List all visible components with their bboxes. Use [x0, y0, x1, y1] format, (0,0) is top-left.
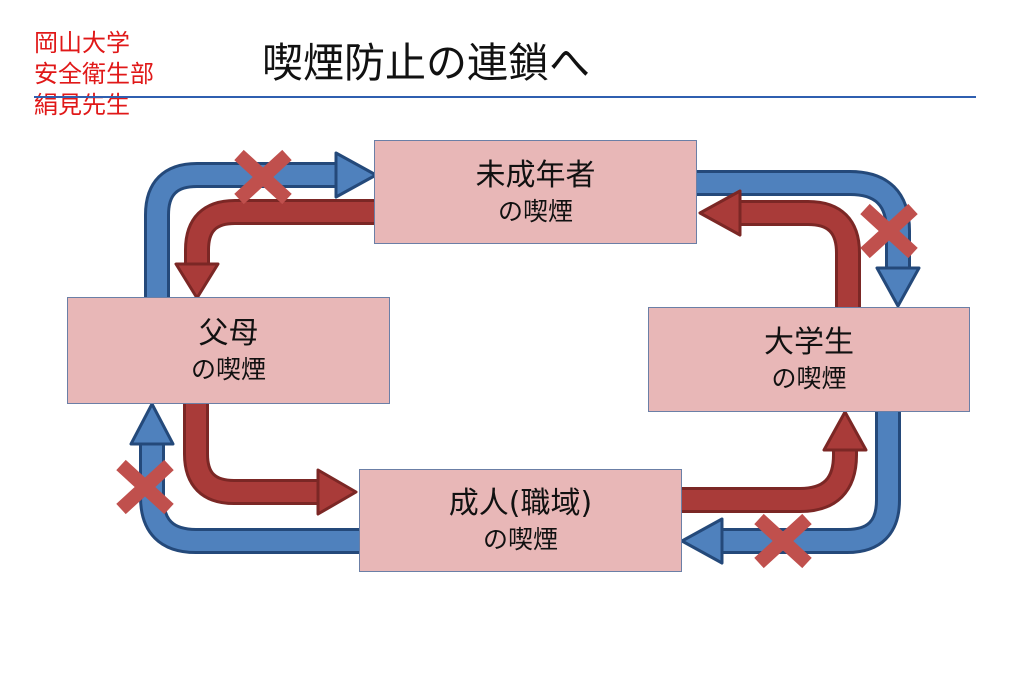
node-adult-sublabel: の喫煙: [482, 525, 558, 554]
blue-arrowhead-to-parents: [129, 402, 175, 446]
node-parents-label: 父母: [198, 316, 259, 351]
node-adult-label: 成人(職域): [448, 486, 593, 521]
cross-icon-top-right: [860, 203, 918, 259]
page-title: 喫煙防止の連鎖へ: [262, 39, 590, 87]
red-arrowhead-to-minor: [698, 189, 742, 237]
red-arrowhead-to-adult: [316, 468, 358, 516]
blue-arrowhead-to-minor: [334, 151, 378, 199]
red-arrowhead-to-parents: [174, 262, 220, 300]
node-university-smoking: 大学生 の喫煙: [648, 307, 970, 412]
cross-icon-bottom-right: [754, 513, 812, 569]
title-divider: [34, 96, 976, 98]
cross-icon-top-left: [234, 149, 292, 205]
node-adult-smoking: 成人(職域) の喫煙: [359, 469, 682, 572]
blue-arrowhead-to-adult: [680, 517, 724, 565]
node-minor-sublabel: の喫煙: [497, 196, 573, 226]
blue-arrowhead-to-university: [875, 266, 921, 308]
node-parents-smoking: 父母 の喫煙: [67, 297, 390, 404]
node-minor-label: 未成年者: [475, 157, 596, 193]
node-university-label: 大学生: [764, 325, 854, 360]
node-parents-sublabel: の喫煙: [190, 355, 266, 384]
node-university-sublabel: の喫煙: [771, 364, 847, 393]
node-minor-smoking: 未成年者 の喫煙: [374, 140, 697, 244]
credit-block: 岡山大学 安全衛生部 絹見先生: [34, 28, 154, 121]
red-arrowhead-to-university: [822, 410, 868, 452]
cross-icon-bottom-left: [116, 459, 174, 515]
credit-author: 絹見先生: [34, 91, 130, 119]
credit-department: 安全衛生部: [34, 60, 154, 88]
credit-university: 岡山大学: [34, 29, 130, 57]
